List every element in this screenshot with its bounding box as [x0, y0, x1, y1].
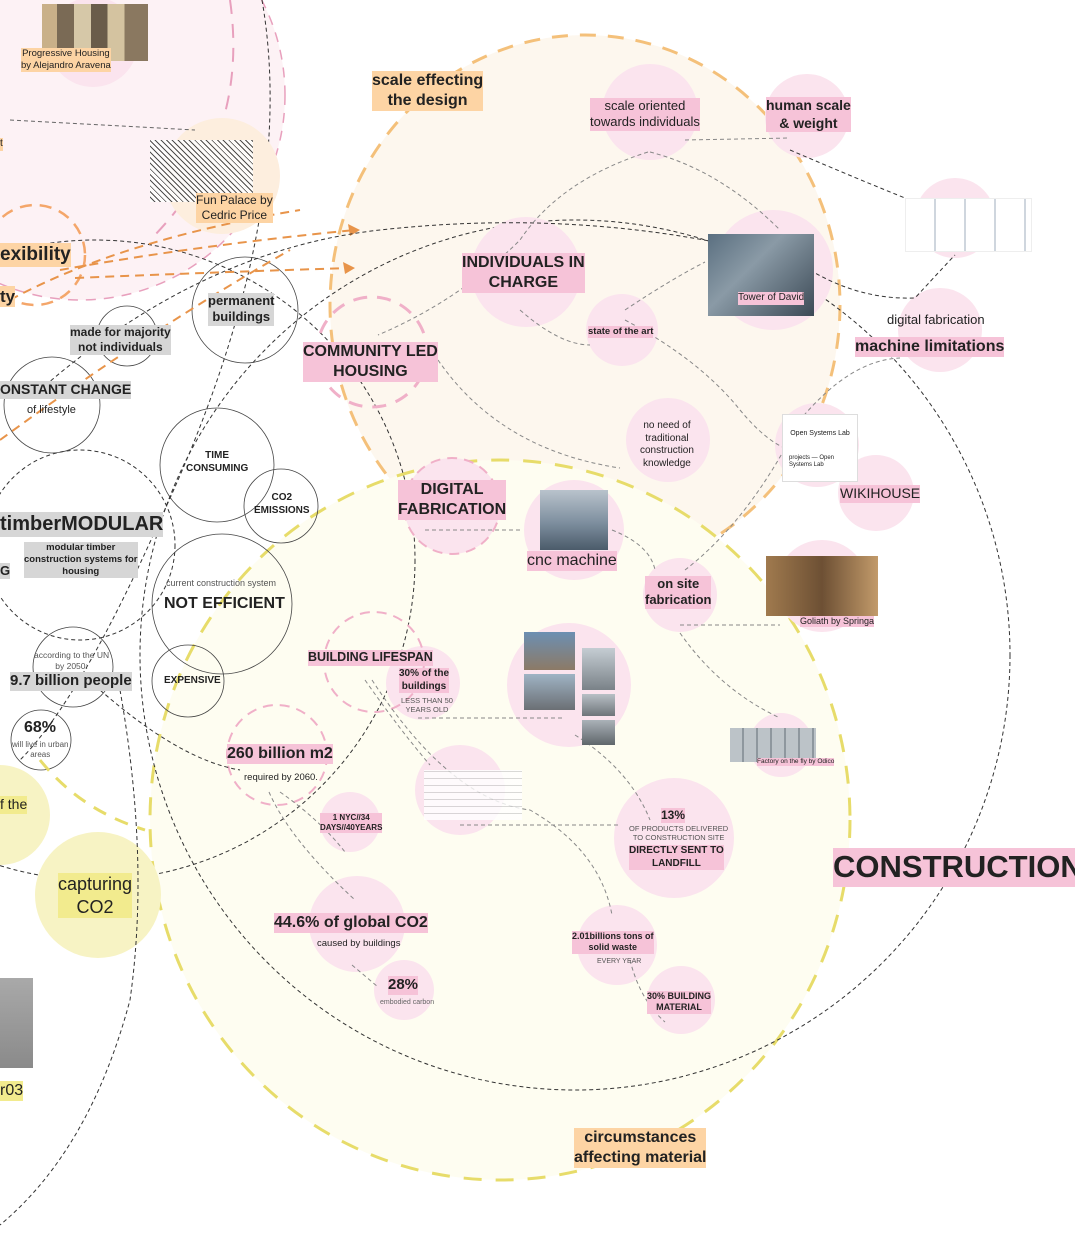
machine-limitations-label: machine limitations — [855, 337, 1005, 357]
fun-palace-image — [150, 140, 253, 202]
expensive-label: EXPENSIVE — [164, 675, 221, 686]
human-scale-label: human scale & weight — [766, 97, 851, 132]
factory-label: Factory on the fly by Odico — [757, 758, 835, 767]
thirty-pct-label: 30% of the buildings — [399, 668, 450, 693]
of-the-fragment: f the — [0, 796, 28, 814]
global-co2-sub: caused by buildings — [317, 938, 401, 949]
capturing-co2-label: capturing CO2 — [58, 873, 133, 918]
open-systems-caption: projects — Open Systems Lab — [789, 455, 835, 468]
fun-palace-label: Fun Palace by Cedric Price — [196, 193, 273, 223]
lifespan-photo-2 — [524, 674, 575, 710]
co2-emissions-label: CO2 EMISSIONS — [254, 492, 310, 516]
open-systems-lab-card[interactable]: Open Systems Lab projects — Open Systems… — [782, 414, 858, 482]
thirteen-pct-label: 13% — [661, 808, 686, 823]
digital-fabrication-small-label: digital fabrication — [887, 312, 985, 327]
digital-fabrication-label: DIGITAL FABRICATION — [398, 480, 507, 520]
state-of-art-label: state of the art — [588, 326, 654, 338]
construction-region — [139, 219, 1011, 1091]
cnc-machine-image — [540, 490, 608, 550]
ty-fragment: ty — [0, 286, 16, 308]
lifespan-photo-1 — [524, 632, 575, 670]
left-region — [0, 239, 416, 881]
current-system-label: current construction system — [166, 578, 277, 588]
scale-effecting-label: scale effecting the design — [372, 71, 484, 111]
scale-oriented-label: scale oriented towards individuals — [590, 98, 700, 131]
open-systems-title: Open Systems Lab — [790, 430, 850, 437]
not-efficient-label: NOT EFFICIENT — [164, 595, 285, 612]
urban-sub: will live in urban areas — [12, 740, 69, 759]
solid-waste-label: 2.01billions tons of solid waste — [572, 931, 654, 954]
circumstances-label: circumstances affecting material — [574, 1128, 707, 1168]
waste-diagram-image — [424, 770, 522, 820]
goliath-label: Goliath by Springa — [800, 616, 875, 628]
constant-change-label: ONSTANT CHANGE — [0, 381, 132, 399]
timber-modular-sub: modular timber construction systems for … — [24, 542, 138, 578]
twentyeight-label: 28% — [388, 976, 419, 995]
billion-m2-sub: required by 2060. — [244, 772, 318, 783]
lifespan-photo-5 — [582, 720, 615, 745]
time-consuming-label: TIME CONSUMING — [186, 450, 249, 474]
people-label: 9.7 billion people — [10, 672, 132, 691]
building-material-label: 30% BUILDING MATERIAL — [647, 991, 712, 1014]
individuals-in-charge-label: INDIVIDUALS IN CHARGE — [462, 253, 585, 293]
twentyeight-sub: embodied carbon — [380, 999, 435, 1006]
material-region — [148, 458, 852, 1182]
nyc-label: 1 NYC//34 DAYS//40YEARS — [320, 813, 383, 833]
r03-image — [0, 978, 33, 1068]
progressive-housing-label: Progressive Housing by Alejandro Aravena — [21, 48, 111, 72]
lifespan-photo-3 — [582, 648, 615, 690]
flexibility-label: exibility — [0, 243, 71, 267]
thirteen-pct-bold: DIRECTLY SENT TO LANDFILL — [629, 845, 724, 870]
community-led-label: COMMUNITY LED HOUSING — [303, 342, 438, 382]
g-fragment: G — [0, 563, 11, 580]
cnc-machine-label: cnc machine — [527, 551, 617, 571]
wikihouse-diagram-image — [905, 198, 1032, 252]
urban-pct-label: 68% — [24, 719, 57, 736]
timber-modular-label: timberMODULAR — [0, 512, 164, 537]
permanent-buildings-label: permanent buildings — [208, 293, 275, 326]
no-need-label: no need of traditional construction know… — [640, 420, 694, 469]
global-co2-label: 44.6% of global CO2 — [274, 913, 428, 933]
r03-label: r03 — [0, 1081, 24, 1101]
constant-change-sub: of lifestyle — [27, 404, 76, 416]
lifespan-photo-4 — [582, 694, 615, 716]
goliath-image — [766, 556, 878, 616]
scale-region — [328, 33, 842, 577]
construction-title: CONSTRUCTION — [833, 848, 1075, 887]
billion-m2-label: 260 billion m2 — [227, 744, 333, 764]
thirteen-pct-sub: OF PRODUCTS DELIVERED TO CONSTRUCTION SI… — [629, 824, 729, 843]
t-fragment: t — [0, 138, 3, 151]
on-site-fabrication-label: on site fabrication — [645, 576, 712, 609]
according-un-label: according to the UN by 2050: — [34, 650, 110, 671]
timber-circle — [0, 449, 176, 641]
wikihouse-label: WIKIHOUSE — [840, 485, 921, 503]
factory-image — [730, 728, 816, 762]
made-for-majority-label: made for majority not individuals — [70, 325, 171, 355]
tower-of-david-label: Tower of David — [738, 292, 805, 305]
thirty-pct-sub: LESS THAN 50 YEARS OLD — [401, 696, 453, 715]
solid-waste-sub: EVERY YEAR — [597, 958, 642, 965]
building-lifespan-label: BUILDING LIFESPAN — [308, 650, 433, 666]
